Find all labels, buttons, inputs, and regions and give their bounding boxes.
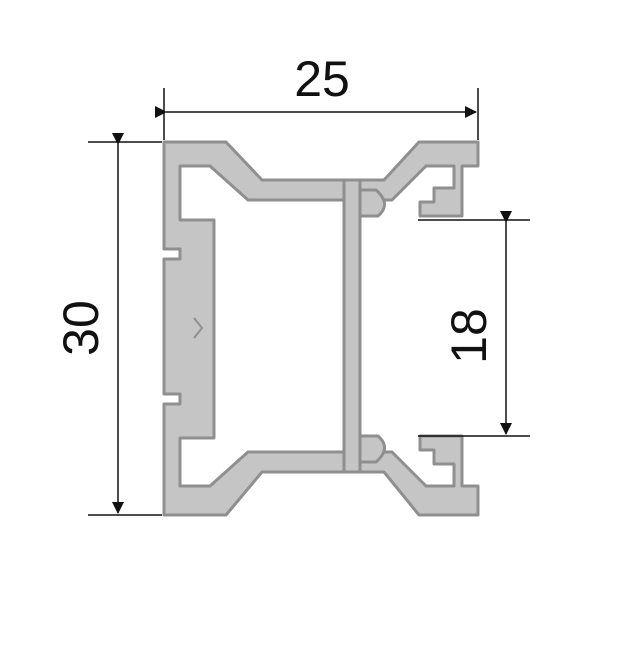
left-groove (193, 317, 204, 339)
upper-right-flange (358, 140, 480, 218)
aluminum-profile (162, 140, 480, 517)
width-dimension: 25 (155, 51, 479, 140)
height-dimension: 30 (53, 133, 162, 516)
center-web (342, 178, 362, 474)
slot-label: 18 (441, 308, 497, 364)
slot-dimension: 18 (418, 211, 530, 437)
height-label: 30 (53, 300, 109, 356)
lower-hook-lip (358, 434, 386, 464)
upper-hook-lip (358, 188, 386, 218)
left-rail (162, 140, 346, 517)
width-label: 25 (294, 51, 350, 107)
